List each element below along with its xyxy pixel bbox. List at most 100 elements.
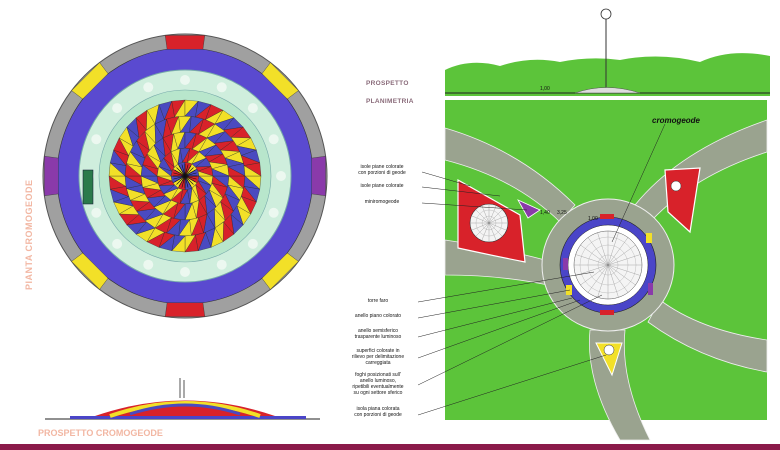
inner-spoke xyxy=(607,237,629,266)
bottom-accent-bar xyxy=(0,444,780,450)
dome-center-spoke xyxy=(181,175,186,188)
ring-mark-yellow-1 xyxy=(646,233,652,243)
dome-facet xyxy=(227,166,246,177)
leader-lines xyxy=(417,123,666,416)
dome-facet xyxy=(243,165,262,177)
dim-2: 3,25 xyxy=(557,210,567,216)
inner-ring xyxy=(587,244,629,286)
dim-3: 1,00 xyxy=(588,216,598,222)
light-dot xyxy=(143,259,154,270)
mini-spoke xyxy=(488,222,507,231)
inner-spoke xyxy=(580,244,609,266)
inner-spoke xyxy=(607,264,636,286)
ring-mark-red-2 xyxy=(600,310,614,315)
outer-pad xyxy=(44,155,59,197)
planimetria-title: PLANIMETRIA xyxy=(366,98,414,105)
grass-hills xyxy=(445,53,770,96)
planimetria xyxy=(417,100,768,441)
mini-spoke xyxy=(475,222,490,237)
light-dot xyxy=(143,82,154,93)
light-dot xyxy=(268,207,279,218)
outer-pad xyxy=(71,252,109,290)
dim-1: 1,40 xyxy=(540,210,550,216)
mini-spoke xyxy=(481,222,490,241)
callout-foghi: foghi posizionati sull'anello luminoso,r… xyxy=(352,372,404,396)
prospetto-cromogeode-title: PROSPETTO CROMOGEODE xyxy=(38,428,163,438)
light-dot xyxy=(216,259,227,270)
light-dot xyxy=(268,134,279,145)
dome-elevation-yellow xyxy=(109,401,261,418)
leader-4 xyxy=(417,271,595,303)
outer-color-pads xyxy=(44,35,326,317)
inner-spoke xyxy=(607,254,641,266)
inner-spoke xyxy=(597,232,609,266)
mini-spoke xyxy=(488,222,503,237)
mini-geode-west-pattern xyxy=(470,204,508,242)
inner-ring xyxy=(597,254,619,276)
inner-spoke xyxy=(607,264,641,276)
prospetto-band xyxy=(445,8,770,96)
ring-mark-purple-2 xyxy=(648,283,653,295)
outer-pad xyxy=(261,252,299,290)
light-dot xyxy=(247,103,258,114)
outer-pad xyxy=(311,155,326,197)
light-dot xyxy=(91,207,102,218)
dome-center-spoke xyxy=(184,175,194,185)
light-dot xyxy=(216,82,227,93)
ring-mark-red-1 xyxy=(600,214,614,219)
inner-spoke xyxy=(607,232,619,266)
mini-spoke xyxy=(471,222,490,231)
inner-spoke xyxy=(587,264,609,293)
dome-center-spoke xyxy=(173,175,186,180)
dome-center-spoke xyxy=(184,175,189,188)
dome-facet xyxy=(198,170,214,177)
inner-spoke xyxy=(597,264,609,298)
inner-spoke xyxy=(607,264,629,293)
dome-center-spoke xyxy=(184,172,197,177)
base-plate-blue xyxy=(70,416,306,419)
inner-spoke xyxy=(607,264,619,298)
outer-pad xyxy=(71,62,109,100)
inner-ring xyxy=(579,236,637,294)
mini-spoke xyxy=(488,205,497,224)
dome-center-spoke xyxy=(176,175,186,185)
dim-4: 1,00 xyxy=(540,86,550,92)
light-dot xyxy=(180,267,190,277)
dome-center-spoke xyxy=(184,164,189,177)
dome-center-spoke xyxy=(178,175,186,187)
leader-2 xyxy=(421,186,501,197)
leader-3 xyxy=(421,202,528,211)
dome-center-spoke xyxy=(178,165,186,177)
dome-center-spoke xyxy=(181,164,186,177)
mini-geode-east xyxy=(670,180,682,192)
inner-spoke xyxy=(575,264,609,276)
ring-mark-purple-1 xyxy=(563,258,568,270)
outer-pad xyxy=(164,35,206,50)
road-south-east xyxy=(647,299,768,373)
inner-spoke xyxy=(587,237,609,266)
callout-isole-piane: isole piane colorate xyxy=(360,183,404,189)
leader-cromogeode xyxy=(611,123,666,243)
outer-pad xyxy=(164,302,206,317)
dome-center-spoke xyxy=(184,169,196,177)
tower-top-icon xyxy=(600,8,612,20)
dome-geodesic xyxy=(108,99,262,253)
mini-spoke xyxy=(488,215,507,224)
inner-spoke xyxy=(607,244,636,266)
mini-spoke xyxy=(488,209,503,224)
light-dot xyxy=(112,103,123,114)
mini-spoke xyxy=(471,215,490,224)
callout-torre-faro: torre faro xyxy=(367,298,389,304)
light-dot xyxy=(91,134,102,145)
leader-9 xyxy=(417,354,607,416)
prospetto-title: PROSPETTO xyxy=(366,80,409,87)
callout-miniromogeode: miniromogeode xyxy=(364,199,400,205)
dome-center-spoke xyxy=(176,167,186,177)
inner-dome-spokes xyxy=(574,231,642,299)
leader-7 xyxy=(417,299,581,359)
pianta-cromogeode-plan xyxy=(42,33,328,319)
dome-elevation-blue xyxy=(129,403,241,416)
